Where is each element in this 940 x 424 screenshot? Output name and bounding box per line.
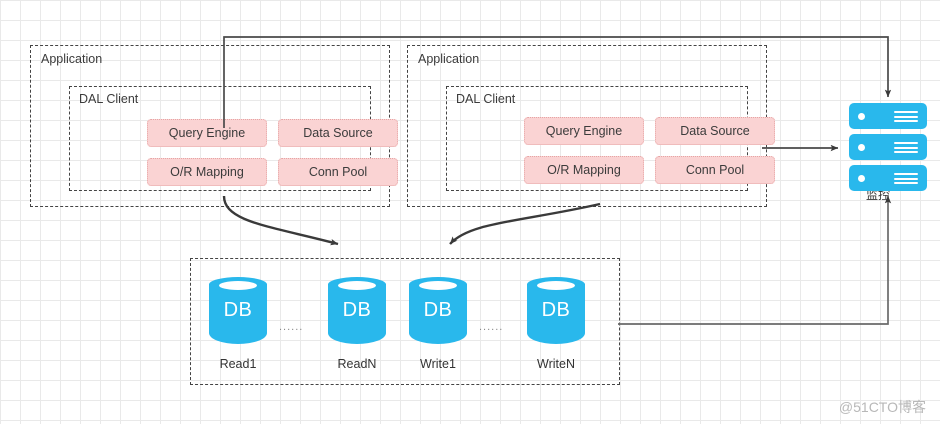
- wire-db-to-server-monitor: [618, 195, 892, 325]
- application-box-1: Application DAL Client Query Engine Data…: [30, 45, 398, 207]
- database-group-box: DB Read1 ...... DB ReadN DB Write1 .....: [190, 258, 620, 385]
- database-cylinder-icon: DB: [328, 277, 386, 351]
- status-dot-icon: [858, 144, 865, 151]
- server-lines-icon: [894, 173, 918, 184]
- database-cylinder-icon: DB: [409, 277, 467, 351]
- application-title: Application: [418, 52, 480, 66]
- status-dot-icon: [858, 175, 865, 182]
- module-conn-pool[interactable]: Conn Pool: [655, 156, 775, 184]
- wire-app2-to-databases: [449, 202, 601, 245]
- module-or-mapping[interactable]: O/R Mapping: [524, 156, 644, 184]
- database-readn[interactable]: DB ReadN: [328, 277, 386, 371]
- module-or-mapping[interactable]: O/R Mapping: [147, 158, 267, 186]
- database-label: WriteN: [537, 357, 575, 371]
- dal-client-box-2: DAL Client Query Engine Data Source O/R …: [446, 86, 775, 191]
- database-cylinder-icon: DB: [209, 277, 267, 351]
- status-dot-icon: [858, 113, 865, 120]
- database-separator-2: ......: [479, 321, 504, 333]
- watermark: @51CTO博客: [838, 399, 926, 415]
- application-title: Application: [41, 52, 103, 66]
- server-lines-icon: [894, 111, 918, 122]
- module-data-source[interactable]: Data Source: [278, 119, 398, 147]
- dal-client-title: DAL Client: [79, 92, 139, 106]
- database-cylinder-icon: DB: [527, 277, 585, 351]
- db-glyph: DB: [342, 299, 372, 321]
- server-node-top[interactable]: [849, 103, 927, 129]
- module-data-source[interactable]: Data Source: [655, 117, 775, 145]
- database-separator-1: ......: [279, 321, 304, 333]
- dal-client-title: DAL Client: [456, 92, 516, 106]
- db-glyph: DB: [223, 299, 253, 321]
- database-label: ReadN: [337, 357, 377, 371]
- module-conn-pool[interactable]: Conn Pool: [278, 158, 398, 186]
- server-node-middle[interactable]: [849, 134, 927, 160]
- dal-client-box-1: DAL Client Query Engine Data Source O/R …: [69, 86, 398, 191]
- module-query-engine[interactable]: Query Engine: [524, 117, 644, 145]
- db-glyph: DB: [423, 299, 453, 321]
- server-node-bottom[interactable]: [849, 165, 927, 191]
- application-box-2: Application DAL Client Query Engine Data…: [407, 45, 775, 207]
- database-label: Read1: [219, 357, 257, 371]
- module-query-engine[interactable]: Query Engine: [147, 119, 267, 147]
- database-write1[interactable]: DB Write1: [409, 277, 467, 371]
- db-glyph: DB: [541, 299, 571, 321]
- database-writen[interactable]: DB WriteN: [527, 277, 585, 371]
- database-label: Write1: [420, 357, 456, 371]
- server-lines-icon: [894, 142, 918, 153]
- database-read1[interactable]: DB Read1: [209, 277, 267, 371]
